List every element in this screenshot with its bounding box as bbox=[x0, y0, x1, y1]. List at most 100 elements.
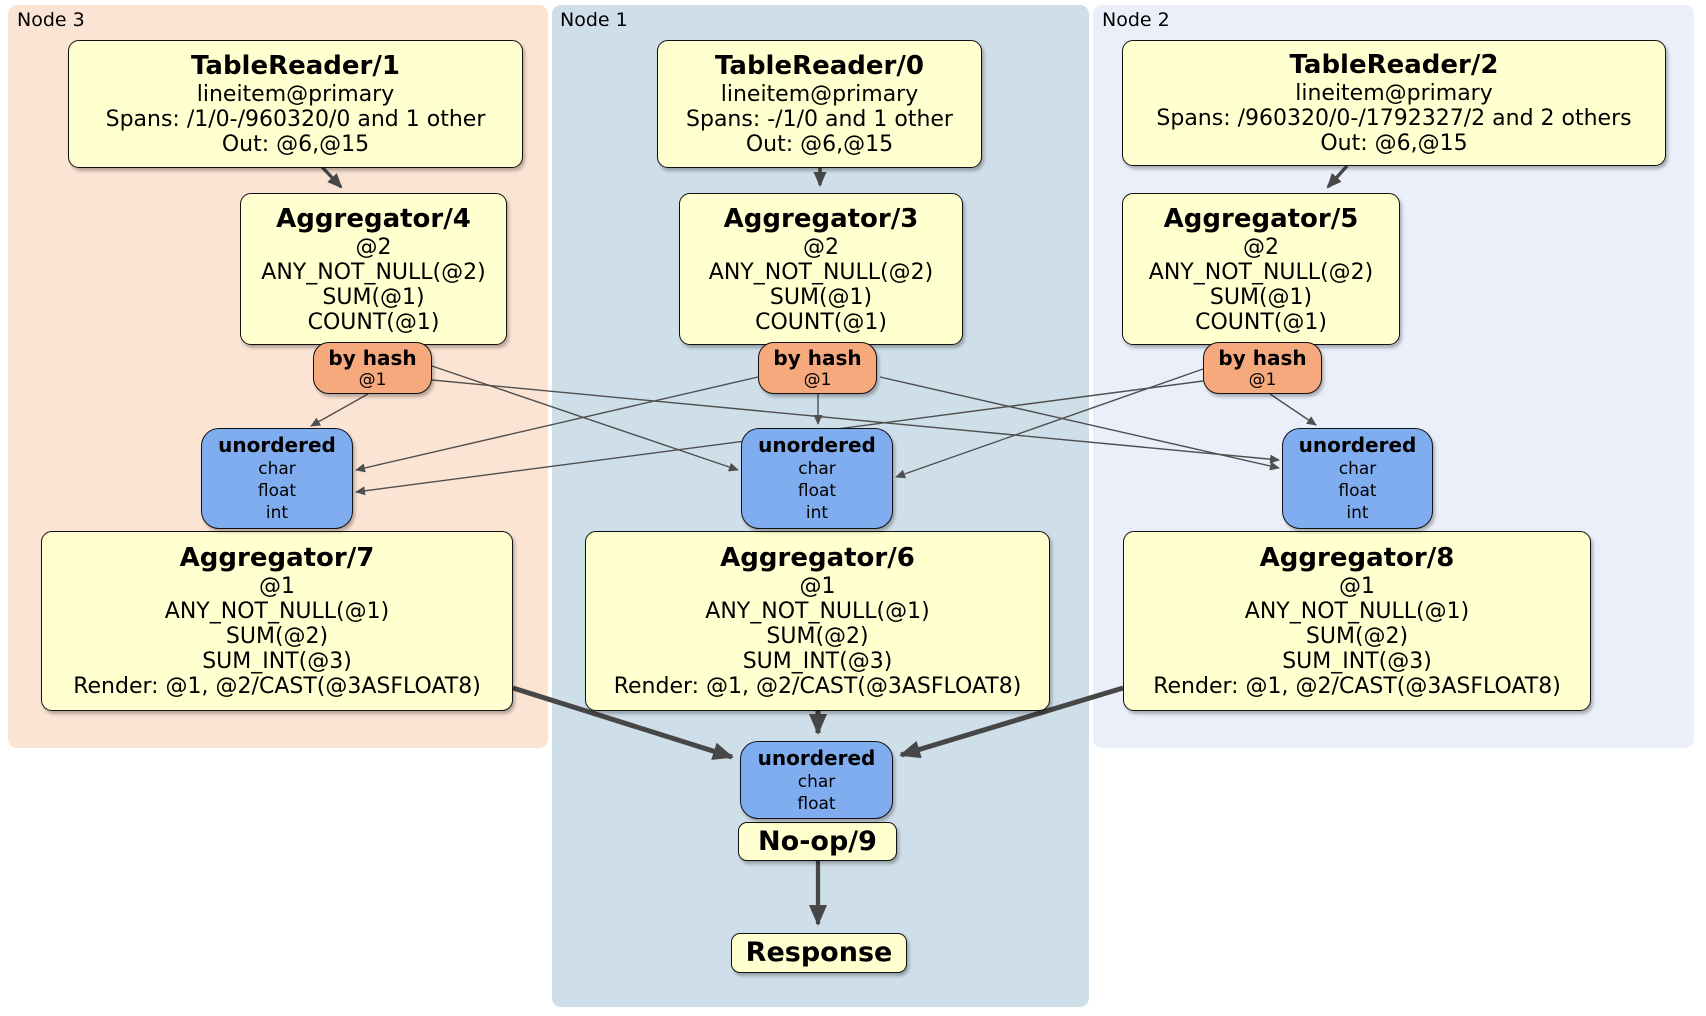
sync-column: int bbox=[805, 503, 829, 523]
processor-detail: SUM(@1) bbox=[322, 284, 425, 310]
processor-detail: Out: @6,@15 bbox=[221, 132, 370, 157]
processor-tablereader-1: TableReader/1 lineitem@primary Spans: /1… bbox=[68, 40, 523, 168]
router-title: by hash bbox=[328, 345, 417, 370]
sync-title: unordered bbox=[218, 433, 336, 457]
sync-column: float bbox=[257, 481, 297, 501]
router-detail: @1 bbox=[803, 369, 832, 390]
processor-detail: @1 bbox=[259, 574, 295, 599]
processor-detail: @2 bbox=[803, 234, 839, 260]
processor-noop-9: No-op/9 bbox=[738, 822, 897, 861]
router-detail: @1 bbox=[1248, 369, 1277, 390]
edge-hash3-sync8 bbox=[879, 376, 1280, 471]
processor-detail: lineitem@primary bbox=[196, 82, 395, 107]
processor-detail: Spans: /960320/0-/1792327/2 and 2 others bbox=[1156, 106, 1632, 131]
sync-column: float bbox=[1338, 481, 1377, 501]
sync-column: char bbox=[797, 771, 836, 792]
processor-detail: @2 bbox=[1243, 234, 1279, 260]
sync-column: int bbox=[265, 503, 289, 523]
processor-detail: @1 bbox=[799, 574, 836, 599]
processor-response: Response bbox=[731, 933, 907, 973]
edge-tablereader2-aggregator5 bbox=[1326, 164, 1349, 189]
processor-detail: SUM_INT(@3) bbox=[742, 649, 893, 674]
processor-detail: ANY_NOT_NULL(@2) bbox=[708, 259, 934, 285]
processor-aggregator-8: Aggregator/8 @1 ANY_NOT_NULL(@1) SUM(@2)… bbox=[1123, 531, 1591, 711]
sync-unordered-8: unordered char float int bbox=[1282, 428, 1433, 529]
processor-detail: COUNT(@1) bbox=[755, 309, 887, 335]
sync-title: unordered bbox=[757, 745, 876, 770]
processor-title: Aggregator/3 bbox=[723, 203, 919, 234]
processor-detail: SUM(@1) bbox=[769, 284, 873, 310]
processor-title: Aggregator/4 bbox=[276, 203, 471, 234]
edge-hash3-sync7 bbox=[355, 376, 759, 473]
edge-hash5-sync8 bbox=[1269, 393, 1317, 426]
processor-tablereader-0: TableReader/0 lineitem@primary Spans: -/… bbox=[657, 40, 982, 168]
processor-detail: ANY_NOT_NULL(@1) bbox=[164, 599, 390, 624]
router-by-hash-3: by hash @1 bbox=[758, 342, 877, 394]
processor-detail: Render: @1, @2/CAST(@3ASFLOAT8) bbox=[613, 674, 1022, 699]
sync-column: int bbox=[1346, 503, 1369, 523]
processor-detail: SUM(@2) bbox=[766, 624, 869, 649]
processor-title: Aggregator/8 bbox=[1259, 543, 1455, 573]
edge-hash4-sync7 bbox=[310, 393, 369, 427]
processor-title: Aggregator/6 bbox=[720, 543, 915, 573]
router-title: by hash bbox=[1218, 345, 1307, 370]
processor-title: TableReader/2 bbox=[1289, 50, 1499, 80]
node1-label: Node 1 bbox=[560, 9, 628, 31]
processor-tablereader-2: TableReader/2 lineitem@primary Spans: /9… bbox=[1122, 40, 1666, 166]
router-detail: @1 bbox=[358, 369, 387, 390]
sync-column: float bbox=[797, 793, 836, 814]
edge-hash4-sync8 bbox=[431, 379, 1280, 464]
sync-column: char bbox=[258, 459, 296, 479]
processor-detail: SUM_INT(@3) bbox=[1282, 649, 1432, 674]
router-by-hash-4: by hash @1 bbox=[313, 342, 432, 394]
processor-detail: ANY_NOT_NULL(@1) bbox=[705, 599, 930, 624]
processor-detail: SUM_INT(@3) bbox=[202, 649, 352, 674]
processor-detail: Render: @1, @2/CAST(@3ASFLOAT8) bbox=[73, 674, 481, 699]
processor-detail: Out: @6,@15 bbox=[1320, 131, 1468, 156]
processor-detail: lineitem@primary bbox=[1295, 81, 1493, 106]
sync-column: char bbox=[1338, 459, 1377, 479]
processor-detail: Spans: -/1/0 and 1 other bbox=[686, 107, 953, 132]
processor-detail: SUM(@2) bbox=[225, 624, 329, 649]
sync-title: unordered bbox=[1298, 433, 1417, 457]
sync-unordered-final: unordered char float bbox=[740, 741, 893, 819]
edge-aggregator8-syncfinal bbox=[899, 685, 1124, 759]
router-by-hash-5: by hash @1 bbox=[1203, 342, 1322, 394]
processor-title: TableReader/0 bbox=[715, 51, 924, 81]
processor-detail: @2 bbox=[355, 234, 392, 260]
processor-title: Aggregator/5 bbox=[1163, 203, 1359, 234]
processor-title: No-op/9 bbox=[758, 825, 877, 857]
processor-title: Aggregator/7 bbox=[179, 543, 375, 573]
sync-title: unordered bbox=[758, 433, 876, 457]
edge-hash5-sync6 bbox=[895, 368, 1204, 479]
sync-unordered-6: unordered char float int bbox=[741, 428, 893, 529]
sync-unordered-7: unordered char float int bbox=[201, 428, 353, 529]
sync-column: float bbox=[797, 481, 837, 501]
processor-aggregator-4: Aggregator/4 @2 ANY_NOT_NULL(@2) SUM(@1)… bbox=[240, 193, 507, 345]
processor-title: TableReader/1 bbox=[191, 51, 400, 81]
processor-detail: Render: @1, @2/CAST(@3ASFLOAT8) bbox=[1153, 674, 1561, 699]
processor-detail: COUNT(@1) bbox=[1195, 309, 1327, 335]
edge-tablereader1-aggregator4 bbox=[320, 165, 343, 189]
processor-detail: Out: @6,@15 bbox=[745, 132, 894, 157]
processor-aggregator-5: Aggregator/5 @2 ANY_NOT_NULL(@2) SUM(@1)… bbox=[1122, 193, 1400, 345]
edge-hash4-sync6 bbox=[431, 365, 739, 472]
sync-column: char bbox=[798, 459, 836, 479]
router-title: by hash bbox=[773, 345, 862, 370]
processor-aggregator-6: Aggregator/6 @1 ANY_NOT_NULL(@1) SUM(@2)… bbox=[585, 531, 1050, 711]
processor-detail: SUM(@2) bbox=[1305, 624, 1409, 649]
edge-aggregator7-syncfinal bbox=[512, 685, 734, 760]
processor-detail: @1 bbox=[1339, 574, 1375, 599]
node3-label: Node 3 bbox=[17, 9, 85, 31]
processor-detail: lineitem@primary bbox=[720, 82, 919, 107]
processor-detail: COUNT(@1) bbox=[307, 309, 440, 335]
processor-detail: ANY_NOT_NULL(@1) bbox=[1244, 599, 1470, 624]
processor-title: Response bbox=[745, 937, 893, 968]
processor-detail: Spans: /1/0-/960320/0 and 1 other bbox=[105, 107, 486, 132]
processor-detail: SUM(@1) bbox=[1209, 284, 1313, 310]
node2-label: Node 2 bbox=[1102, 9, 1170, 31]
processor-detail: ANY_NOT_NULL(@2) bbox=[1148, 259, 1374, 285]
processor-aggregator-3: Aggregator/3 @2 ANY_NOT_NULL(@2) SUM(@1)… bbox=[679, 193, 963, 345]
